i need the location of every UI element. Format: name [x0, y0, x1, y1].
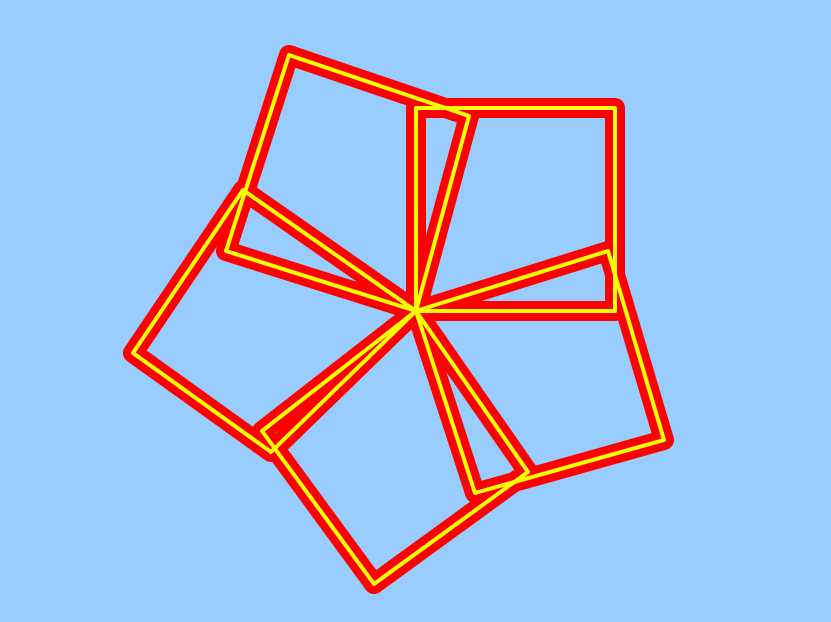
square-inner-line-1	[414, 106, 617, 313]
square-inner-line-3	[260, 309, 530, 586]
square-inner-line-4	[131, 188, 418, 454]
pinwheel-of-squares	[123, 45, 674, 594]
square-inner-line-5	[224, 53, 471, 313]
square-inner-line-2	[414, 249, 666, 495]
